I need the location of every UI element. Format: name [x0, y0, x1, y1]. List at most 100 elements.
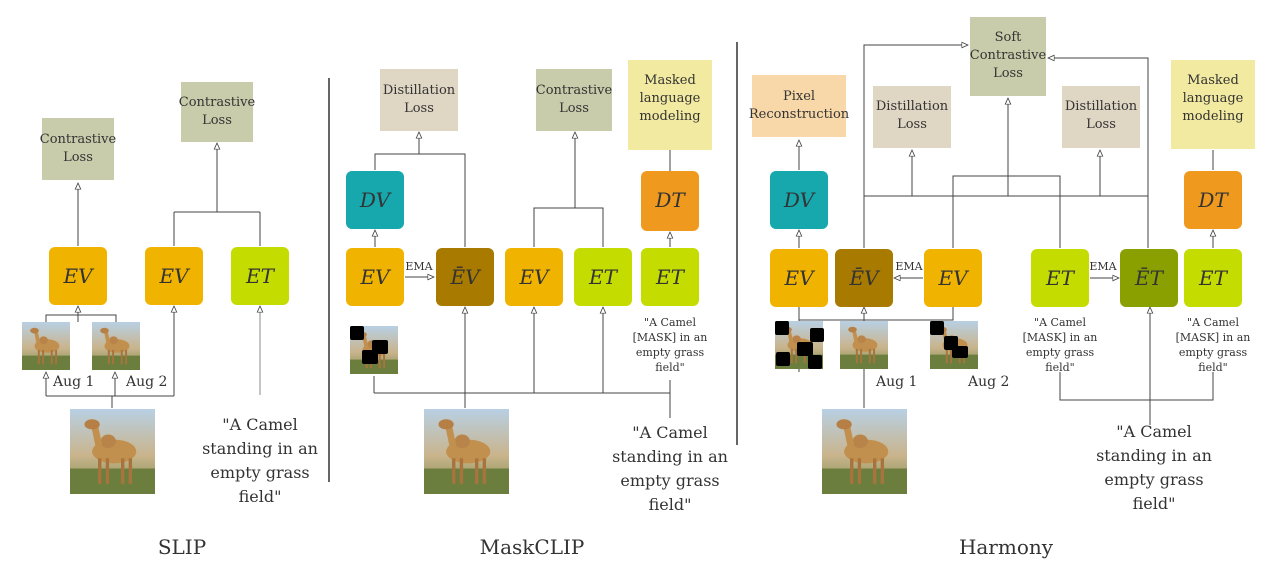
distillation-loss-label: Loss: [1086, 117, 1116, 132]
soft-contrastive-loss-label: Loss: [993, 66, 1023, 81]
masked-caption-text: "A Camel: [644, 316, 696, 329]
contrastive-loss-label: Loss: [63, 150, 93, 165]
vision-encoder-label: EV: [518, 265, 551, 289]
contrastive-loss-label: Loss: [559, 101, 589, 116]
text-encoder-label: ET: [245, 264, 276, 288]
distillation-loss-box: [1062, 86, 1140, 148]
masked-caption-text: "A Camel: [1187, 316, 1239, 329]
masked-caption-text: [MASK] in an: [1176, 331, 1251, 344]
caption-text: field": [649, 495, 692, 514]
vision-encoder-label: EV: [937, 266, 970, 290]
mlm-loss-label: modeling: [639, 109, 700, 124]
panel-slip: [46, 143, 260, 408]
ema-vision-encoder-label: ĒV: [848, 266, 881, 290]
ema-vision-encoder-label: ĒV: [449, 265, 482, 289]
vision-encoder-box: [145, 247, 203, 305]
vision-encoder-label: EV: [783, 266, 816, 290]
distillation-loss-label: Distillation: [383, 83, 456, 98]
mlm-loss-box: [1171, 60, 1255, 149]
ema-label: EMA: [1089, 260, 1117, 273]
contrastive-loss-box: [536, 69, 612, 131]
text-decoder-label: DT: [1197, 188, 1229, 212]
augmented-camel-image: [840, 321, 888, 369]
mlm-loss-label: Masked: [1187, 73, 1239, 88]
text-encoder-box: [1184, 249, 1242, 307]
caption-text: standing in an: [612, 447, 728, 466]
distillation-loss-box: [380, 69, 458, 131]
text-encoder-label: ET: [1045, 266, 1076, 290]
camel-image: [424, 409, 509, 494]
masked-caption-text: [MASK] in an: [633, 331, 708, 344]
text-decoder-label: DT: [654, 188, 686, 212]
vision-encoder-box: [505, 248, 563, 306]
augmented-camel-image: [92, 322, 140, 370]
caption-text: field": [239, 487, 282, 506]
panel-title: MaskCLIP: [480, 535, 585, 559]
masked-caption-text: "A Camel: [1034, 316, 1086, 329]
distillation-loss-label: Distillation: [1065, 99, 1138, 114]
contrastive-loss-box: [181, 82, 253, 142]
distillation-loss-label: Distillation: [876, 99, 949, 114]
vision-decoder-box: [346, 171, 404, 229]
camel-image: [70, 409, 155, 494]
distillation-loss-label: Loss: [897, 117, 927, 132]
vision-encoder-box: [770, 249, 828, 307]
aug1-label: Aug 1: [52, 374, 94, 390]
mlm-loss-label: Masked: [644, 73, 696, 88]
masked-caption-text: empty grass: [1179, 346, 1248, 359]
vision-encoder-label: EV: [62, 264, 95, 288]
mlm-loss-label: modeling: [1182, 109, 1243, 124]
pixel-reconstruction-label: Pixel: [783, 89, 815, 104]
contrastive-loss-label: Contrastive: [179, 95, 256, 110]
mlm-loss-label: language: [640, 91, 701, 106]
ema-text-encoder-label: ĒT: [1134, 266, 1165, 290]
caption-text: standing in an: [1096, 446, 1212, 465]
contrastive-loss-box: [42, 118, 114, 180]
caption-text: field": [1133, 494, 1176, 513]
text-decoder-box: [1184, 171, 1242, 229]
caption-text: "A Camel: [1116, 422, 1192, 441]
vision-encoder-box: [49, 247, 107, 305]
vision-decoder-box: [770, 171, 828, 229]
masked-caption-text: empty grass: [636, 346, 705, 359]
vision-decoder-label: DV: [359, 188, 393, 212]
aug1-label: Aug 1: [875, 374, 917, 390]
masked-caption-text: field": [1198, 361, 1227, 374]
aug2-label: Aug 2: [967, 374, 1009, 390]
contrastive-loss-label: Contrastive: [40, 132, 117, 147]
ema-vision-encoder-box: [835, 249, 893, 307]
masked-caption-text: field": [1045, 361, 1074, 374]
mlm-loss-box: [628, 60, 712, 150]
text-encoder-label: ET: [655, 265, 686, 289]
panel-maskclip: [374, 132, 670, 418]
vision-encoder-box: [924, 249, 982, 307]
mask-patches: [350, 326, 388, 364]
distillation-loss-box: [873, 86, 951, 148]
text-encoder-box: [1031, 249, 1089, 307]
vision-decoder-label: DV: [783, 188, 817, 212]
text-encoder-label: ET: [1198, 266, 1229, 290]
masked-caption-text: [MASK] in an: [1023, 331, 1098, 344]
masked-caption-text: empty grass: [1026, 346, 1095, 359]
text-encoder-box: [231, 247, 289, 305]
caption-text: empty grass: [1104, 470, 1203, 489]
mlm-loss-label: language: [1183, 91, 1244, 106]
contrastive-loss-label: Contrastive: [536, 83, 613, 98]
soft-contrastive-loss-box: [970, 17, 1046, 96]
text-encoder-box: [574, 248, 632, 306]
augmented-camel-image: [22, 322, 70, 370]
caption-text: "A Camel: [632, 423, 708, 442]
pixel-reconstruction-box: [752, 75, 846, 137]
caption-text: "A Camel: [222, 415, 298, 434]
ema-label: EMA: [895, 260, 923, 273]
caption-text: empty grass: [210, 463, 309, 482]
caption-text: standing in an: [202, 439, 318, 458]
aug2-label: Aug 2: [125, 374, 167, 390]
distillation-loss-label: Loss: [404, 101, 434, 116]
panel-title: Harmony: [959, 535, 1054, 559]
masked-caption-text: field": [655, 361, 684, 374]
pixel-reconstruction-label: Reconstruction: [749, 107, 850, 122]
soft-contrastive-loss-label: Soft: [995, 30, 1023, 45]
contrastive-loss-label: Loss: [202, 113, 232, 128]
